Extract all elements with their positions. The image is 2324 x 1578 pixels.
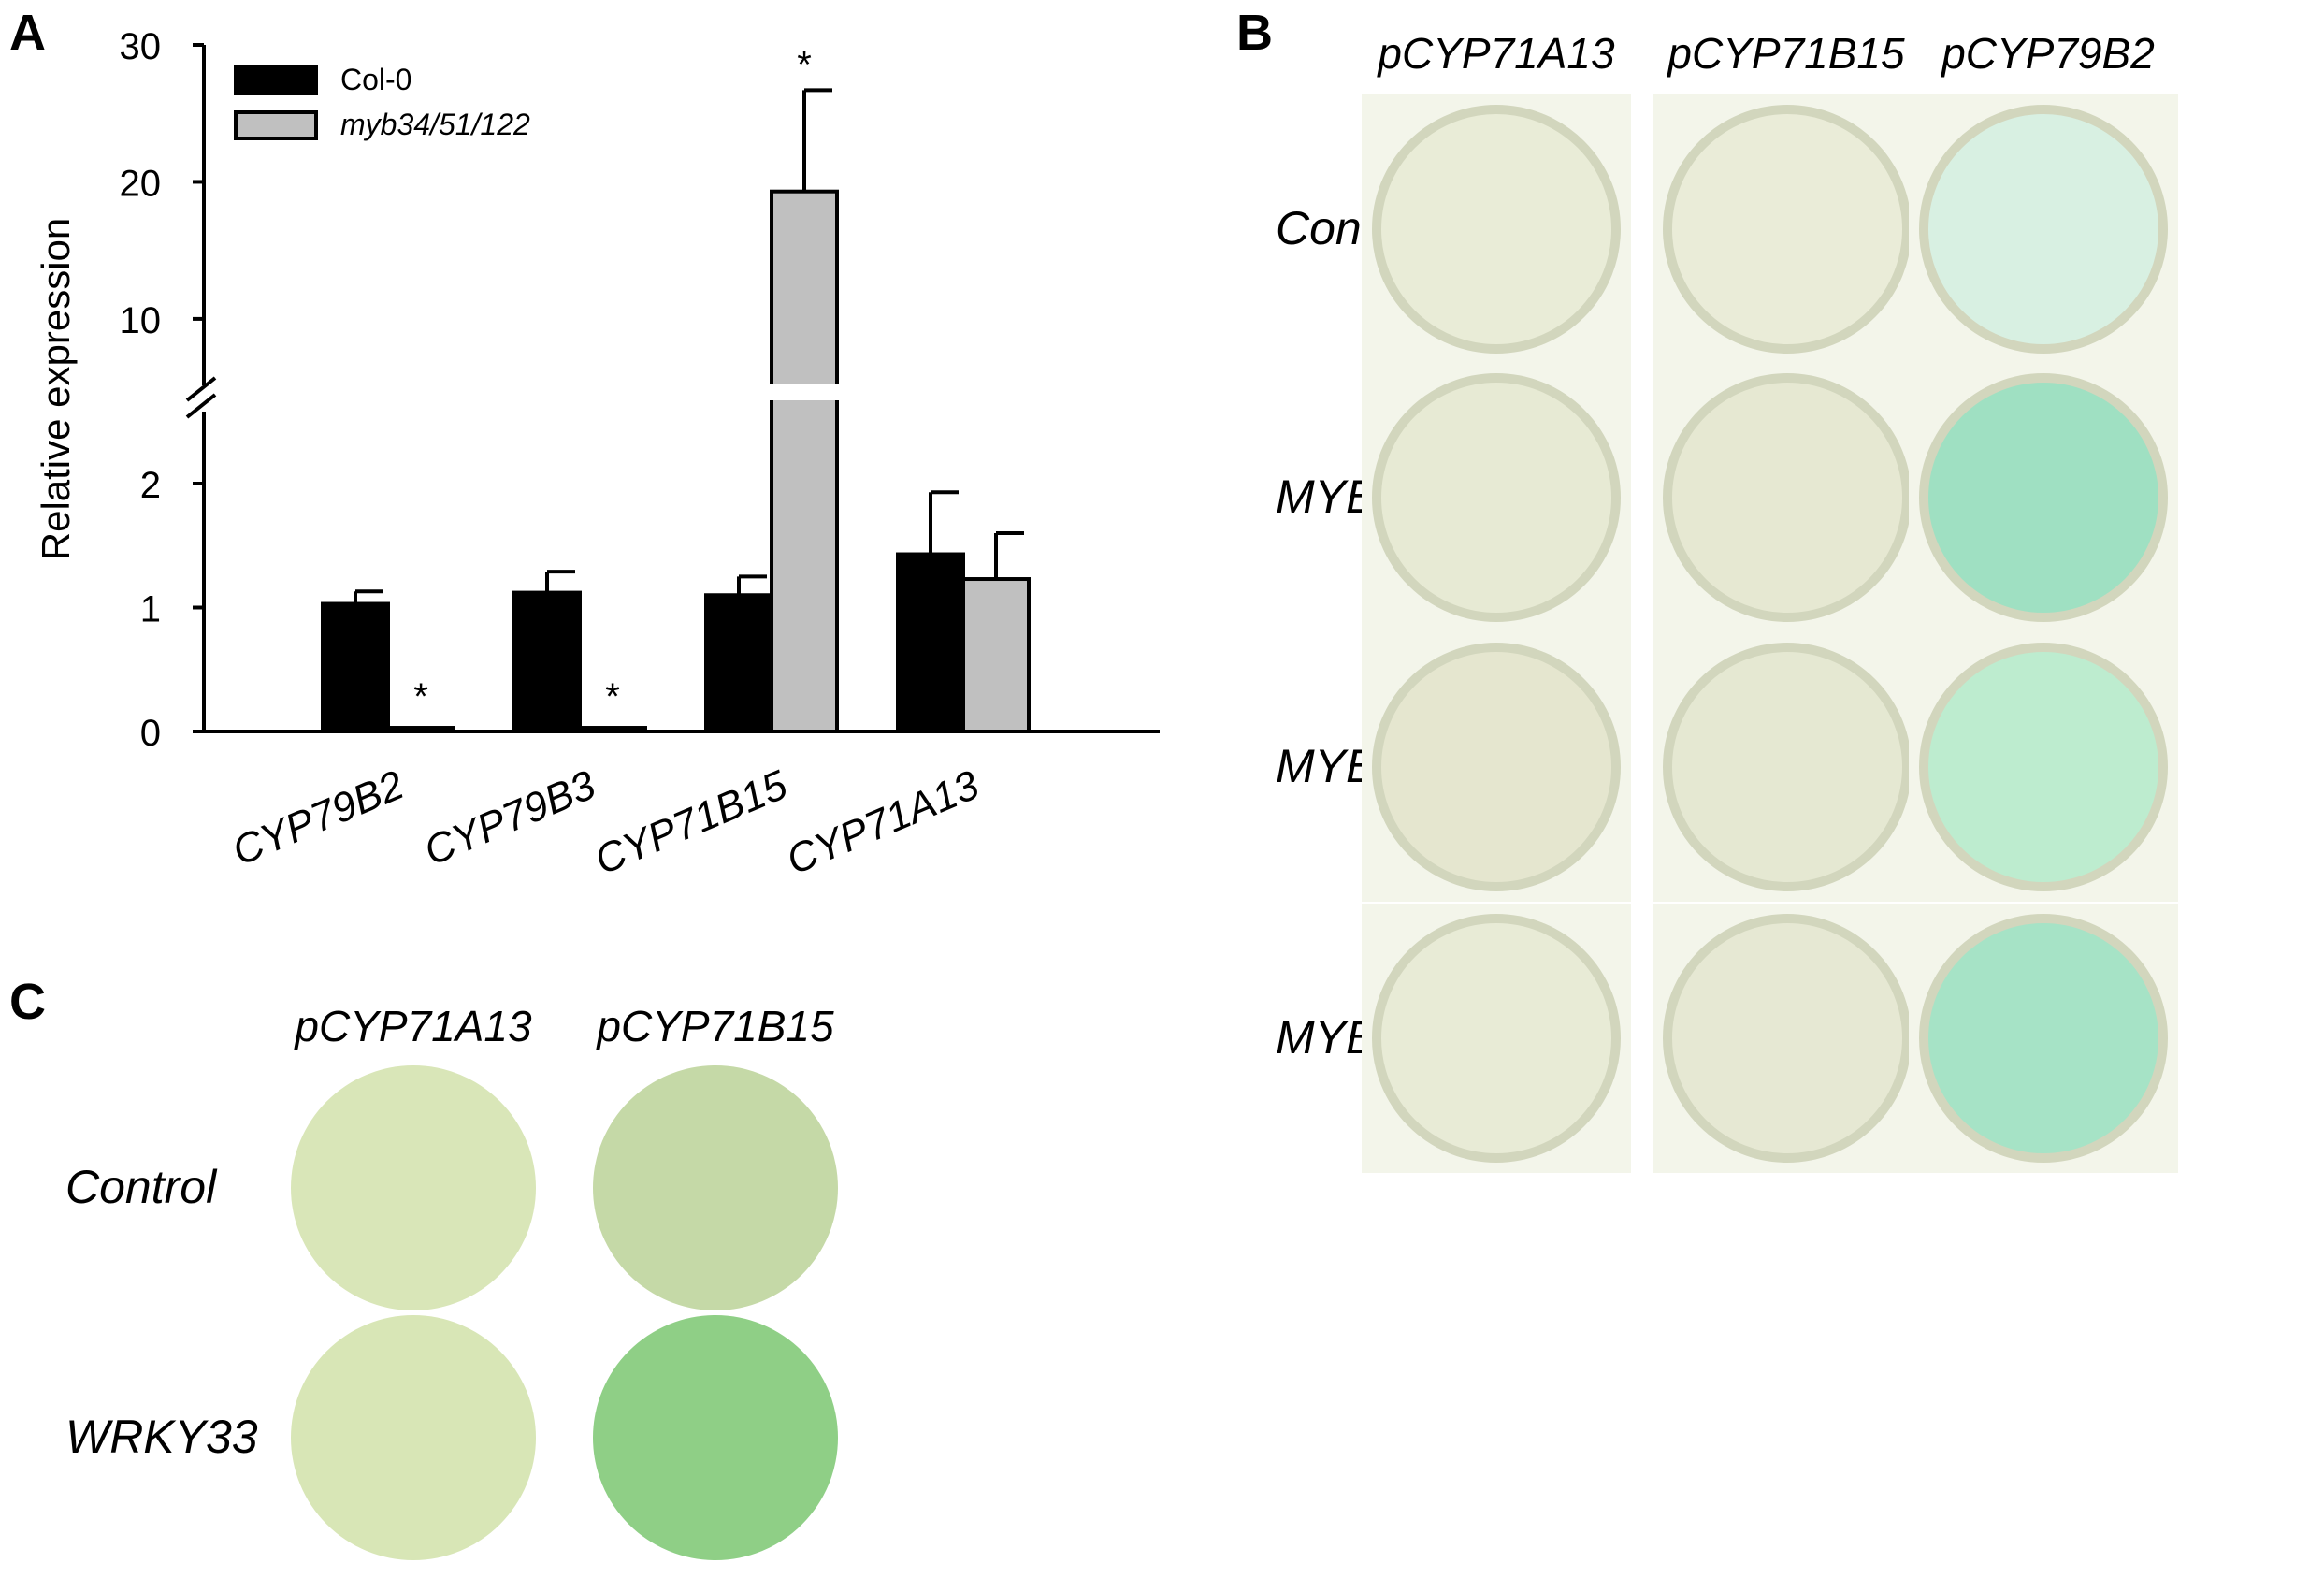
x-tick-label: CYP79B2 — [226, 762, 411, 876]
significance-marker: * — [797, 44, 812, 85]
significance-marker: * — [413, 676, 428, 717]
bar-Col-0-CYP71A13 — [896, 552, 965, 734]
reporter-disc — [593, 1315, 838, 1560]
reporter-disc — [593, 1065, 838, 1310]
legend-label: myb34/51/122 — [340, 108, 530, 141]
panel-label-b: B — [1236, 5, 1273, 61]
panel-b-column-header: pCYP71B15 — [1667, 29, 1905, 78]
y-tick-label: 0 — [140, 713, 161, 754]
significance-marker: * — [605, 676, 620, 717]
panel-c-row-label: WRKY33 — [65, 1411, 258, 1463]
axis-break-mark — [185, 376, 217, 402]
legend-swatch — [234, 110, 318, 140]
y-tick-label: 2 — [140, 465, 161, 506]
petri-dish — [1919, 643, 2168, 891]
bar-myb34/51/122-CYP71B15 — [770, 189, 839, 733]
petri-dish — [1663, 105, 1912, 354]
reporter-disc — [291, 1065, 536, 1310]
bar-Col-0-CYP79B3 — [512, 590, 582, 733]
y-tick-label: 10 — [120, 300, 162, 341]
y-tick-label: 20 — [120, 163, 162, 204]
y-tick-label: 1 — [140, 589, 161, 630]
reporter-disc — [291, 1315, 536, 1560]
bar-break-gap — [770, 384, 841, 400]
bar-myb34/51/122-CYP79B3 — [578, 726, 647, 734]
x-tick-label: CYP71B15 — [588, 761, 794, 883]
bar-Col-0-CYP71B15 — [704, 593, 773, 733]
x-tick-label: CYP71A13 — [780, 761, 986, 883]
y-axis-label: Relative expression — [34, 218, 78, 561]
legend-label: Col-0 — [340, 63, 411, 96]
y-tick-label: 30 — [120, 26, 162, 67]
panel-b-column-header: pCYP79B2 — [1941, 29, 2155, 78]
panel-label-c: C — [9, 974, 46, 1030]
panel-c-column-header: pCYP71A13 — [295, 1002, 532, 1050]
petri-dish — [1663, 643, 1912, 891]
petri-dish — [1372, 643, 1621, 891]
bar-myb34/51/122-CYP79B2 — [386, 726, 455, 734]
bar-myb34/51/122-CYP71A13 — [961, 577, 1031, 734]
petri-dish — [1919, 914, 2168, 1163]
x-tick-label: CYP79B3 — [418, 761, 603, 875]
legend-swatch — [234, 65, 318, 95]
panel-c-column-header: pCYP71B15 — [597, 1002, 834, 1050]
bar-Col-0-CYP79B2 — [321, 601, 390, 734]
petri-dish — [1663, 373, 1912, 622]
petri-dish — [1919, 373, 2168, 622]
axis-break-mark — [185, 393, 217, 419]
petri-dish — [1372, 105, 1621, 354]
petri-dish — [1919, 105, 2168, 354]
panel-b-column-header: pCYP71A13 — [1378, 29, 1615, 78]
petri-dish — [1372, 373, 1621, 622]
panel-label-a: A — [9, 5, 46, 61]
petri-dish — [1663, 914, 1912, 1163]
panel-c-row-label: Control — [65, 1161, 217, 1213]
petri-dish — [1372, 914, 1621, 1163]
